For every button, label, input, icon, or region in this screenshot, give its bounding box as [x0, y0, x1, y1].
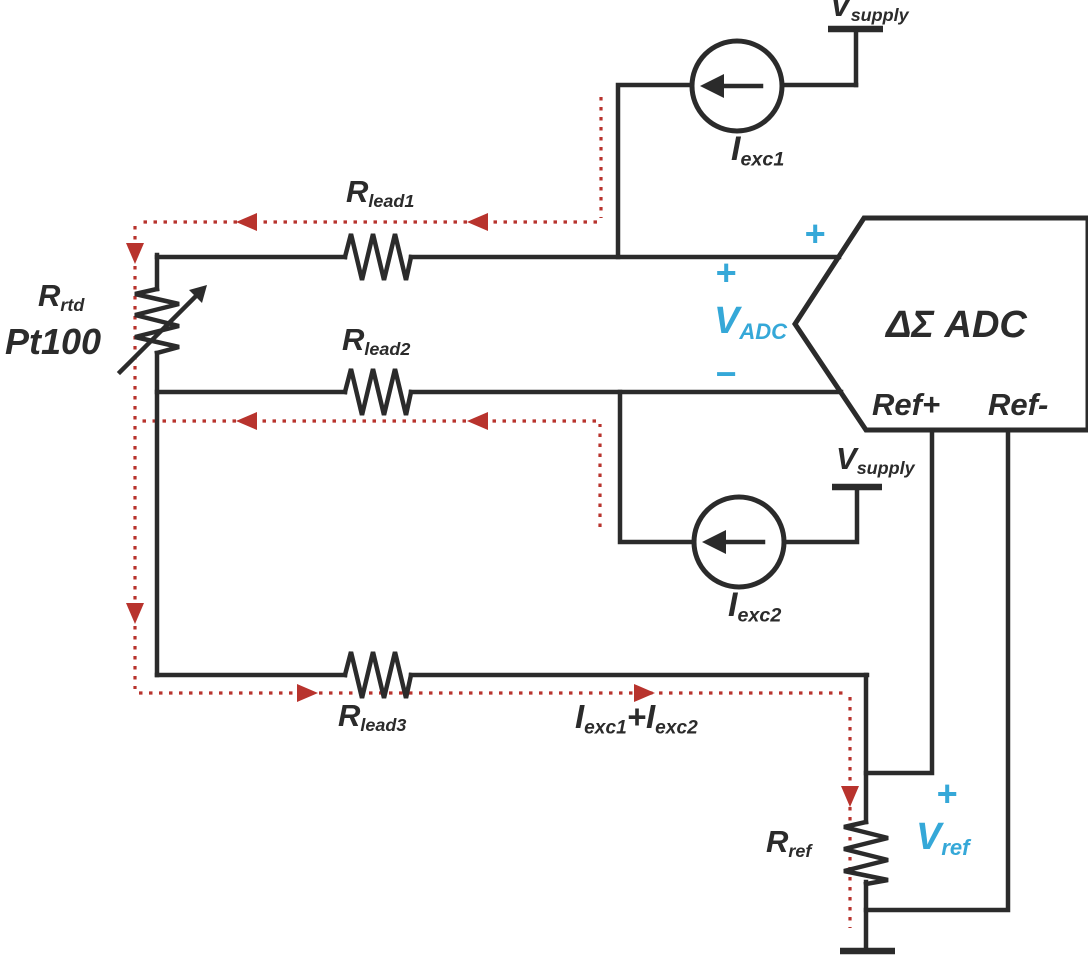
- r-lead2-wire: [154, 368, 844, 416]
- arrow-left-icon: [467, 412, 488, 430]
- resistor-symbol: [342, 233, 414, 281]
- adc-ref-minus-label: Ref-: [988, 387, 1049, 422]
- vref-label: Vref: [916, 816, 970, 861]
- ref-minus-sense-wire: [863, 427, 1011, 913]
- adc-input-plus-sign: +: [804, 213, 826, 254]
- rrtd-label: Rrtd: [38, 278, 85, 316]
- ref-plus-sense-wire: [863, 427, 935, 776]
- arrow-up-right-icon: [189, 285, 207, 303]
- resistor-symbol: [342, 651, 414, 699]
- arrow-left-icon: [236, 412, 257, 430]
- adc-title: ΔΣ ADC: [886, 304, 1027, 346]
- current-source-2: [617, 389, 882, 590]
- resistor-symbol: [342, 368, 414, 416]
- vadc-plus-sign: +: [715, 252, 737, 293]
- arrow-right-icon: [634, 684, 655, 702]
- arrow-down-icon: [841, 786, 859, 807]
- variable-arrow: [116, 290, 202, 376]
- excitation-current-path-1: [133, 97, 852, 928]
- adc-block: [792, 215, 1088, 433]
- reference-resistor: [840, 672, 895, 955]
- vadc-label: VADC: [714, 300, 788, 345]
- arrow-down-icon: [126, 243, 144, 264]
- current-sum-label: Iexc1+Iexc2: [575, 698, 698, 739]
- r-lead1-wire: [154, 233, 842, 281]
- supply-rail-top: [780, 25, 883, 88]
- arrow-left-icon: [702, 530, 726, 554]
- iexc2-label: Iexc2: [728, 586, 782, 627]
- vsupply-top-label: Vsupply: [830, 0, 909, 26]
- vref-plus-sign: +: [936, 773, 958, 814]
- adc-ref-plus-label: Ref+: [872, 387, 941, 422]
- arrow-down-icon: [126, 603, 144, 624]
- pt100-label: Pt100: [5, 321, 102, 362]
- iexc1-label: Iexc1: [731, 130, 785, 171]
- arrow-right-icon: [297, 684, 318, 702]
- resistor-symbol: [843, 819, 889, 887]
- rlead1-label: Rlead1: [346, 174, 415, 212]
- rlead3-label: Rlead3: [338, 698, 407, 736]
- arrow-left-icon: [467, 213, 488, 231]
- resistor-symbol: [134, 286, 180, 356]
- r-lead3-wire: [154, 651, 870, 699]
- arrow-left-icon: [236, 213, 257, 231]
- vadc-minus-sign: −: [715, 353, 737, 394]
- current-source-1: [615, 38, 785, 260]
- rlead2-label: Rlead2: [342, 322, 411, 360]
- arrow-left-icon: [700, 74, 724, 98]
- rref-label: Rref: [766, 824, 812, 862]
- rtd-sensor: [116, 252, 207, 678]
- current-direction-arrows: [126, 213, 859, 807]
- excitation-current-path-2: [139, 419, 602, 527]
- vsupply-mid-label: Vsupply: [836, 441, 915, 479]
